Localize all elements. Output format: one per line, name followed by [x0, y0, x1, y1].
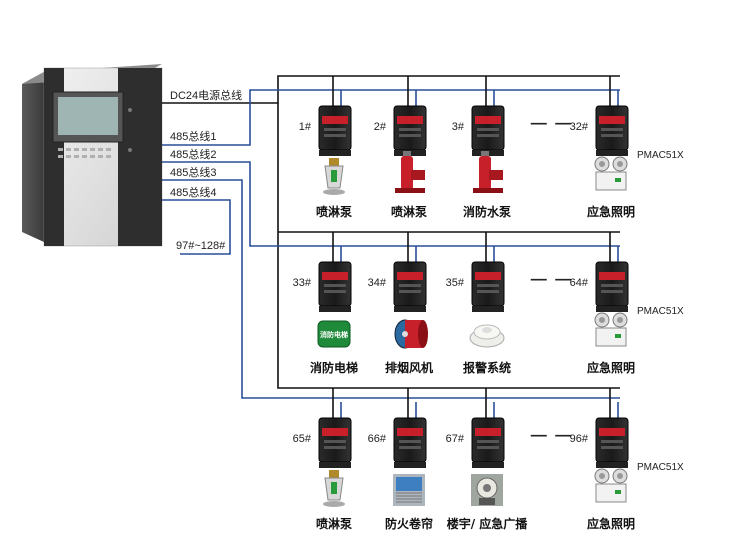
smoke-detector-icon	[469, 324, 505, 348]
module-number: 35#	[446, 277, 465, 289]
module-number: 64#	[570, 277, 589, 289]
bus-lines	[162, 75, 620, 399]
module-caption: 应急照明	[587, 516, 635, 531]
pmac-module: 1# 喷淋泵	[299, 76, 352, 219]
loudspeaker-icon	[471, 474, 503, 506]
rs485-bus-2	[162, 161, 620, 247]
module-number: 67#	[446, 433, 465, 445]
rs485-bus-1	[162, 89, 620, 146]
pmac-module: 34# 排烟风机	[368, 232, 433, 375]
module-caption: 消防电梯	[310, 360, 358, 375]
address-range-label: 97#~128#	[176, 240, 226, 252]
module-number: 66#	[368, 433, 387, 445]
pmac-module: 96# 应急照明	[570, 388, 635, 531]
pmac-module: 3# 消防水泵	[452, 76, 511, 219]
rs485-bus-3	[162, 179, 620, 399]
module-number: 1#	[299, 121, 312, 133]
module-caption: 应急照明	[587, 204, 635, 219]
module-number: 32#	[570, 121, 589, 133]
bus-label: 485总线3	[170, 165, 216, 179]
module-caption: 喷淋泵	[316, 204, 352, 219]
sprinkler-icon	[323, 158, 345, 195]
sprinkler-icon	[323, 470, 345, 507]
pmac-module: 2# 喷淋泵	[374, 76, 427, 219]
model-label: PMAC51X	[637, 462, 684, 473]
bus-label: 485总线4	[170, 185, 216, 199]
red-pump-icon	[395, 151, 425, 193]
exhaust-fan-icon	[394, 319, 428, 349]
pmac-module: 66# 防火卷帘	[368, 388, 433, 531]
module-number: 34#	[368, 277, 387, 289]
model-label: PMAC51X	[637, 150, 684, 161]
module-number: 96#	[570, 433, 589, 445]
module-caption: 喷淋泵	[316, 516, 352, 531]
red-pump-icon	[473, 151, 503, 193]
pmac-module: 64# 应急照明	[570, 232, 635, 375]
module-rows: 1# 喷淋泵 2# 喷淋泵 3# 消防水泵 32# 应急照明 — — PMAC51X 33# 消防电梯…	[293, 76, 684, 531]
ellipsis-dashes: — —	[531, 115, 573, 132]
module-caption: 应急照明	[587, 360, 635, 375]
module-caption: 报警系统	[463, 360, 511, 375]
pmac-module: 35# 报警系统	[446, 232, 511, 375]
module-caption: 消防水泵	[463, 204, 511, 219]
pmac-module: 67# 楼宇/ 应急广播	[446, 388, 529, 531]
pmac-module: 32# 应急照明	[570, 76, 635, 219]
bus-label: 485总线1	[170, 129, 216, 143]
fire-shutter-icon	[393, 474, 425, 506]
module-number: 3#	[452, 121, 465, 133]
emergency-light-icon	[594, 468, 628, 503]
fire-elevator-sign-icon: 消防电梯	[317, 320, 351, 348]
bus-labels: DC24电源总线 485总线1 485总线2 485总线3 485总线4 97#~128#	[170, 88, 242, 252]
module-caption: 楼宇/ 应急广播	[447, 516, 529, 531]
module-row: 65# 喷淋泵 66# 防火卷帘 67# 楼宇/ 应急广播 96# 应急照明 — — PMAC51…	[293, 388, 684, 531]
elevator-sign-text: 消防电梯	[320, 330, 348, 339]
module-caption: 喷淋泵	[391, 204, 427, 219]
emergency-light-icon	[594, 312, 628, 347]
emergency-light-icon	[594, 156, 628, 191]
module-number: 2#	[374, 121, 387, 133]
pmac-module: 65# 喷淋泵	[293, 388, 352, 531]
bus-label: DC24电源总线	[170, 88, 242, 102]
module-number: 33#	[293, 277, 312, 289]
rs485-bus-4	[162, 199, 231, 255]
bus-label: 485总线2	[170, 147, 216, 161]
controller-cabinet	[22, 64, 163, 247]
model-label: PMAC51X	[637, 306, 684, 317]
module-row: 1# 喷淋泵 2# 喷淋泵 3# 消防水泵 32# 应急照明 — — PMAC51X	[299, 76, 684, 219]
module-caption: 防火卷帘	[385, 516, 433, 531]
module-number: 65#	[293, 433, 312, 445]
module-caption: 排烟风机	[385, 360, 433, 375]
ellipsis-dashes: — —	[531, 427, 573, 444]
power-bus-trunk	[277, 103, 620, 389]
ellipsis-dashes: — —	[531, 271, 573, 288]
